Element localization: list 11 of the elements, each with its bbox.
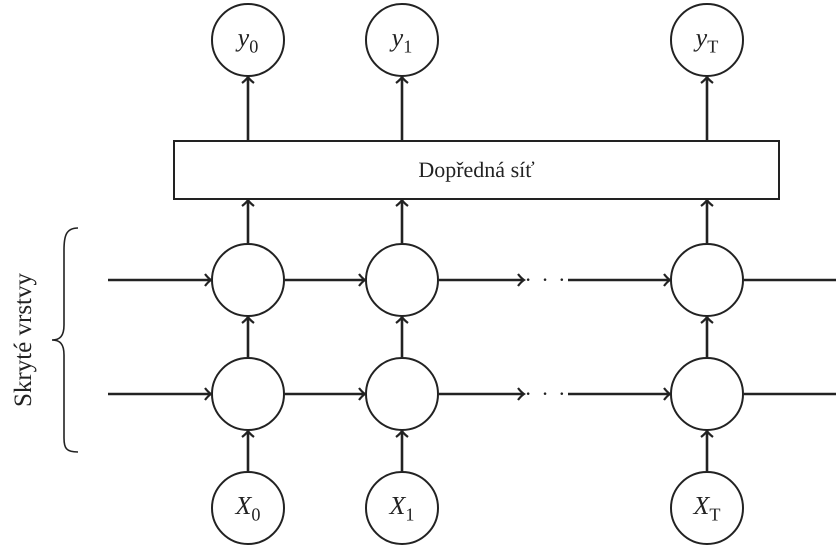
- node-label: X$_{T}$: [693, 492, 720, 524]
- process-box: [173, 140, 780, 200]
- ellipsis: · · ·: [524, 269, 568, 291]
- node-label: y$_{T}$: [696, 24, 718, 56]
- side-label: Skryté vrstvy: [10, 272, 38, 408]
- node-label: y$_{0}$: [238, 24, 258, 56]
- node-label: X$_{1}$: [390, 492, 414, 524]
- node-label: Dopředná síť: [418, 159, 535, 181]
- node-label: y$_{1}$: [392, 24, 412, 56]
- ellipsis: · · ·: [524, 383, 568, 405]
- node-label: X$_{0}$: [236, 492, 260, 524]
